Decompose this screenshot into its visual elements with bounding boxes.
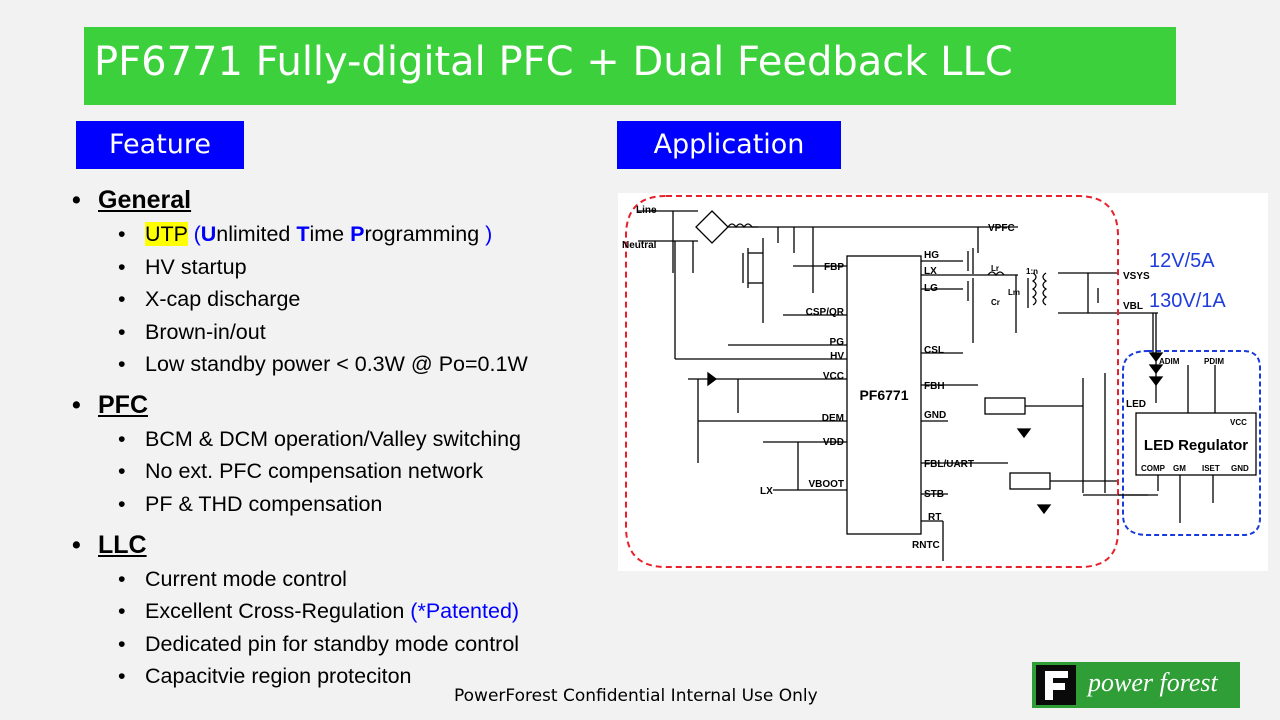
list-item: •BCM & DCM operation/Valley switching	[118, 427, 521, 451]
logo-text: power forest	[1088, 668, 1218, 697]
ratio-label: 1:n	[1026, 267, 1038, 276]
pin-reg-vcc: VCC	[1230, 418, 1247, 427]
pin-vcc: VCC	[823, 371, 844, 382]
pin-pdim: PDIM	[1204, 357, 1224, 366]
pin-stb: STB	[924, 489, 944, 500]
section-llc: •LLC	[72, 531, 147, 559]
feature-tag: Feature	[76, 121, 244, 169]
chip-name: PF6771	[859, 387, 908, 403]
output-12v: 12V/5A	[1149, 250, 1215, 272]
led-dashed-outline	[1122, 350, 1261, 536]
list-item: •Brown-in/out	[118, 320, 266, 344]
pf6771-chip	[846, 255, 922, 535]
lr-label: Lr	[991, 264, 999, 273]
list-item: •PF & THD compensation	[118, 492, 383, 516]
section-heading: LLC	[98, 531, 147, 559]
output-130v: 130V/1A	[1149, 290, 1226, 312]
pin-rntc: RNTC	[912, 540, 940, 551]
pin-lg: LG	[924, 283, 938, 294]
line-label: Line	[636, 205, 657, 216]
pin-fbl-uart: FBL/UART	[924, 459, 974, 470]
section-general: •General	[72, 186, 192, 214]
pin-pg: PG	[830, 337, 845, 348]
vpfc-label: VPFC	[988, 223, 1015, 234]
cr-label: Cr	[991, 298, 1000, 307]
list-item: •X-cap discharge	[118, 287, 301, 311]
utp-highlight: UTP	[145, 222, 188, 246]
pin-hg: HG	[924, 250, 939, 261]
list-item: •Capacitvie region proteciton	[118, 664, 412, 688]
section-pfc: •PFC	[72, 391, 148, 419]
list-item: •Low standby power < 0.3W @ Po=0.1W	[118, 352, 528, 376]
pin-csp-qr: CSP/QR	[806, 307, 845, 318]
pin-hv: HV	[830, 351, 844, 362]
vbl-label: VBL	[1123, 301, 1143, 312]
optocoupler-fbl	[1009, 472, 1051, 490]
schematic-svg: Line Neutral VPFC 1:n Lr Lm Cr VSYS VBL …	[622, 195, 1261, 568]
pin-vdd: VDD	[823, 437, 844, 448]
list-item: •Current mode control	[118, 567, 347, 591]
pin-fbp: FBP	[824, 262, 844, 273]
bridge-rectifier	[695, 210, 729, 244]
led-regulator-name: LED Regulator	[1144, 437, 1248, 454]
logo-mark-icon	[1036, 665, 1076, 705]
title-bar: PF6771 Fully-digital PFC + Dual Feedback…	[84, 27, 1176, 105]
led-regulator-box	[1135, 412, 1257, 476]
pin-iset: ISET	[1202, 464, 1220, 473]
pin-reg-gnd: GND	[1231, 464, 1249, 473]
application-schematic: Line Neutral VPFC 1:n Lr Lm Cr VSYS VBL …	[618, 193, 1268, 571]
lx-input-label: LX	[760, 486, 773, 497]
pin-vboot: VBOOT	[808, 479, 844, 490]
slide-title: PF6771 Fully-digital PFC + Dual Feedback…	[94, 39, 1013, 85]
pin-adim: ADIM	[1159, 357, 1180, 366]
list-item: •HV startup	[118, 255, 247, 279]
lm-label: Lm	[1008, 288, 1020, 297]
pin-csl: CSL	[924, 345, 944, 356]
confidential-footer: PowerForest Confidential Internal Use On…	[454, 686, 818, 706]
list-item-utp: •UTP (Unlimited Time Programming )	[118, 222, 493, 246]
pin-dem: DEM	[822, 413, 844, 424]
list-item: •Dedicated pin for standby mode control	[118, 632, 520, 656]
pin-rt: RT	[928, 512, 941, 523]
optocoupler-fbh	[984, 397, 1026, 415]
led-label: LED	[1126, 399, 1146, 410]
main-dashed-outline	[625, 195, 1119, 568]
patented-note: (*Patented)	[410, 599, 520, 623]
neutral-label: Neutral	[622, 240, 657, 251]
list-item: •No ext. PFC compensation network	[118, 459, 484, 483]
section-heading: General	[98, 186, 192, 214]
vsys-label: VSYS	[1123, 271, 1150, 282]
powerforest-logo: power forest	[1032, 662, 1240, 708]
section-heading: PFC	[98, 391, 148, 419]
pin-comp: COMP	[1141, 464, 1166, 473]
application-tag: Application	[617, 121, 841, 169]
list-item: •Excellent Cross-Regulation (*Patented)	[118, 599, 520, 623]
pin-gnd: GND	[924, 410, 946, 421]
pin-gm: GM	[1173, 464, 1186, 473]
pin-lx: LX	[924, 266, 937, 277]
pin-fbh: FBH	[924, 381, 945, 392]
